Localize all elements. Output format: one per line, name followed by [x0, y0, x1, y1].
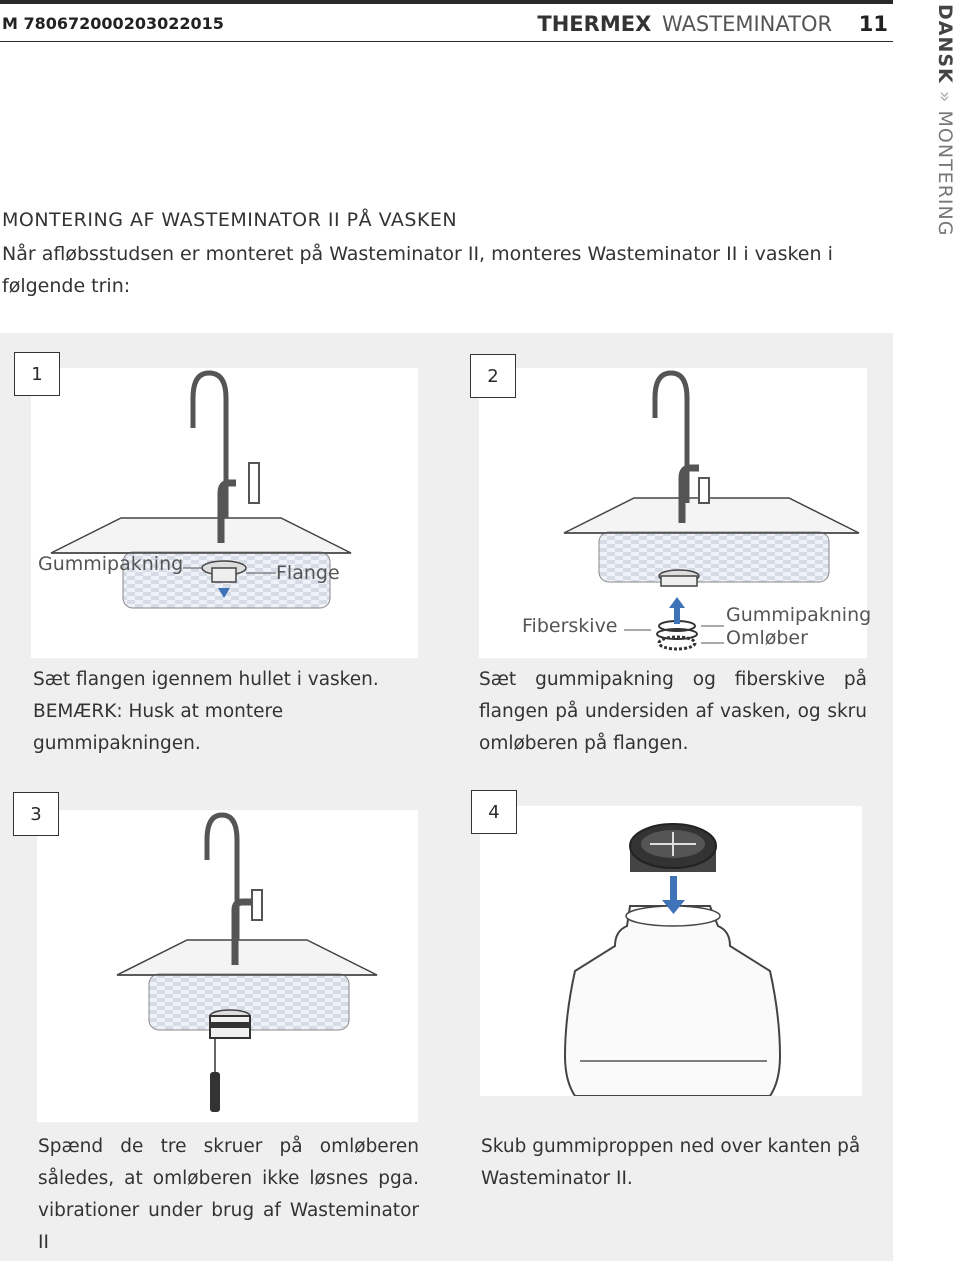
step-2: Fiberskive Gummipakning Omløber 2 Sæt gu…	[446, 333, 893, 763]
step-1-caption: Sæt flangen igennem hullet i vasken. BEM…	[33, 664, 418, 760]
step-3-illustration	[37, 810, 418, 1122]
step-2-number: 2	[470, 354, 516, 398]
step-3-caption: Spænd de tre skruer på omløberen således…	[38, 1136, 419, 1253]
brand-name: THERMEX	[537, 12, 652, 36]
side-section-tab: DANSK » MONTERING	[934, 4, 958, 244]
label-flange: Flange	[276, 562, 340, 584]
page-number: 11	[858, 12, 888, 36]
side-tab-separator: »	[934, 90, 956, 104]
header-rule-top	[0, 0, 893, 4]
step-1: Gummipakning Flange 1 Sæt flangen igenne…	[0, 333, 440, 763]
sink-gasket-illustration	[563, 370, 860, 651]
step-3-number: 3	[13, 792, 59, 836]
step-2-caption: Sæt gummipakning og fiberskive på flange…	[479, 669, 867, 754]
section-heading: MONTERING AF WASTEMINATOR II PÅ VASKEN	[2, 209, 458, 231]
section-intro: Når afløbsstudsen er monteret på Wastemi…	[2, 243, 833, 297]
wasteminator-stopper-illustration	[563, 823, 782, 1096]
page-header: THERMEX WASTEMINATOR 11	[537, 12, 888, 36]
label-fiber-disc: Fiberskive	[522, 615, 618, 637]
step-1-number: 1	[14, 352, 60, 396]
step-1-caption-note: BEMÆRK: Husk at montere gummipakningen.	[33, 701, 284, 754]
step-1-caption-line1: Sæt flangen igennem hullet i vasken.	[33, 669, 379, 690]
steps-panel: Gummipakning Flange 1 Sæt flangen igenne…	[0, 333, 893, 1261]
header-rule	[0, 41, 893, 42]
step-4: 4 Skub gummiproppen ned over kanten på W…	[446, 773, 893, 1253]
step-1-illustration: Gummipakning Flange	[31, 368, 418, 658]
step-4-caption: Skub gummiproppen ned over kanten på Was…	[481, 1136, 861, 1189]
step-4-number: 4	[471, 790, 517, 834]
label-gasket: Gummipakning	[726, 604, 872, 626]
document-id: M 780672000203022015	[2, 14, 224, 33]
label-gasket: Gummipakning	[38, 553, 184, 575]
step-3: 3 Spænd de tre skruer på omløberen såled…	[0, 773, 440, 1253]
side-tab-language: DANSK	[934, 4, 956, 84]
product-name: WASTEMINATOR	[661, 12, 833, 36]
side-tab-section: MONTERING	[934, 110, 956, 237]
step-4-illustration	[480, 806, 862, 1096]
step-2-illustration: Fiberskive Gummipakning Omløber	[479, 368, 871, 658]
label-mounting-ring: Omløber	[726, 627, 808, 649]
sink-screwdriver-illustration	[116, 812, 378, 1112]
sink-flange-illustration	[50, 370, 352, 609]
